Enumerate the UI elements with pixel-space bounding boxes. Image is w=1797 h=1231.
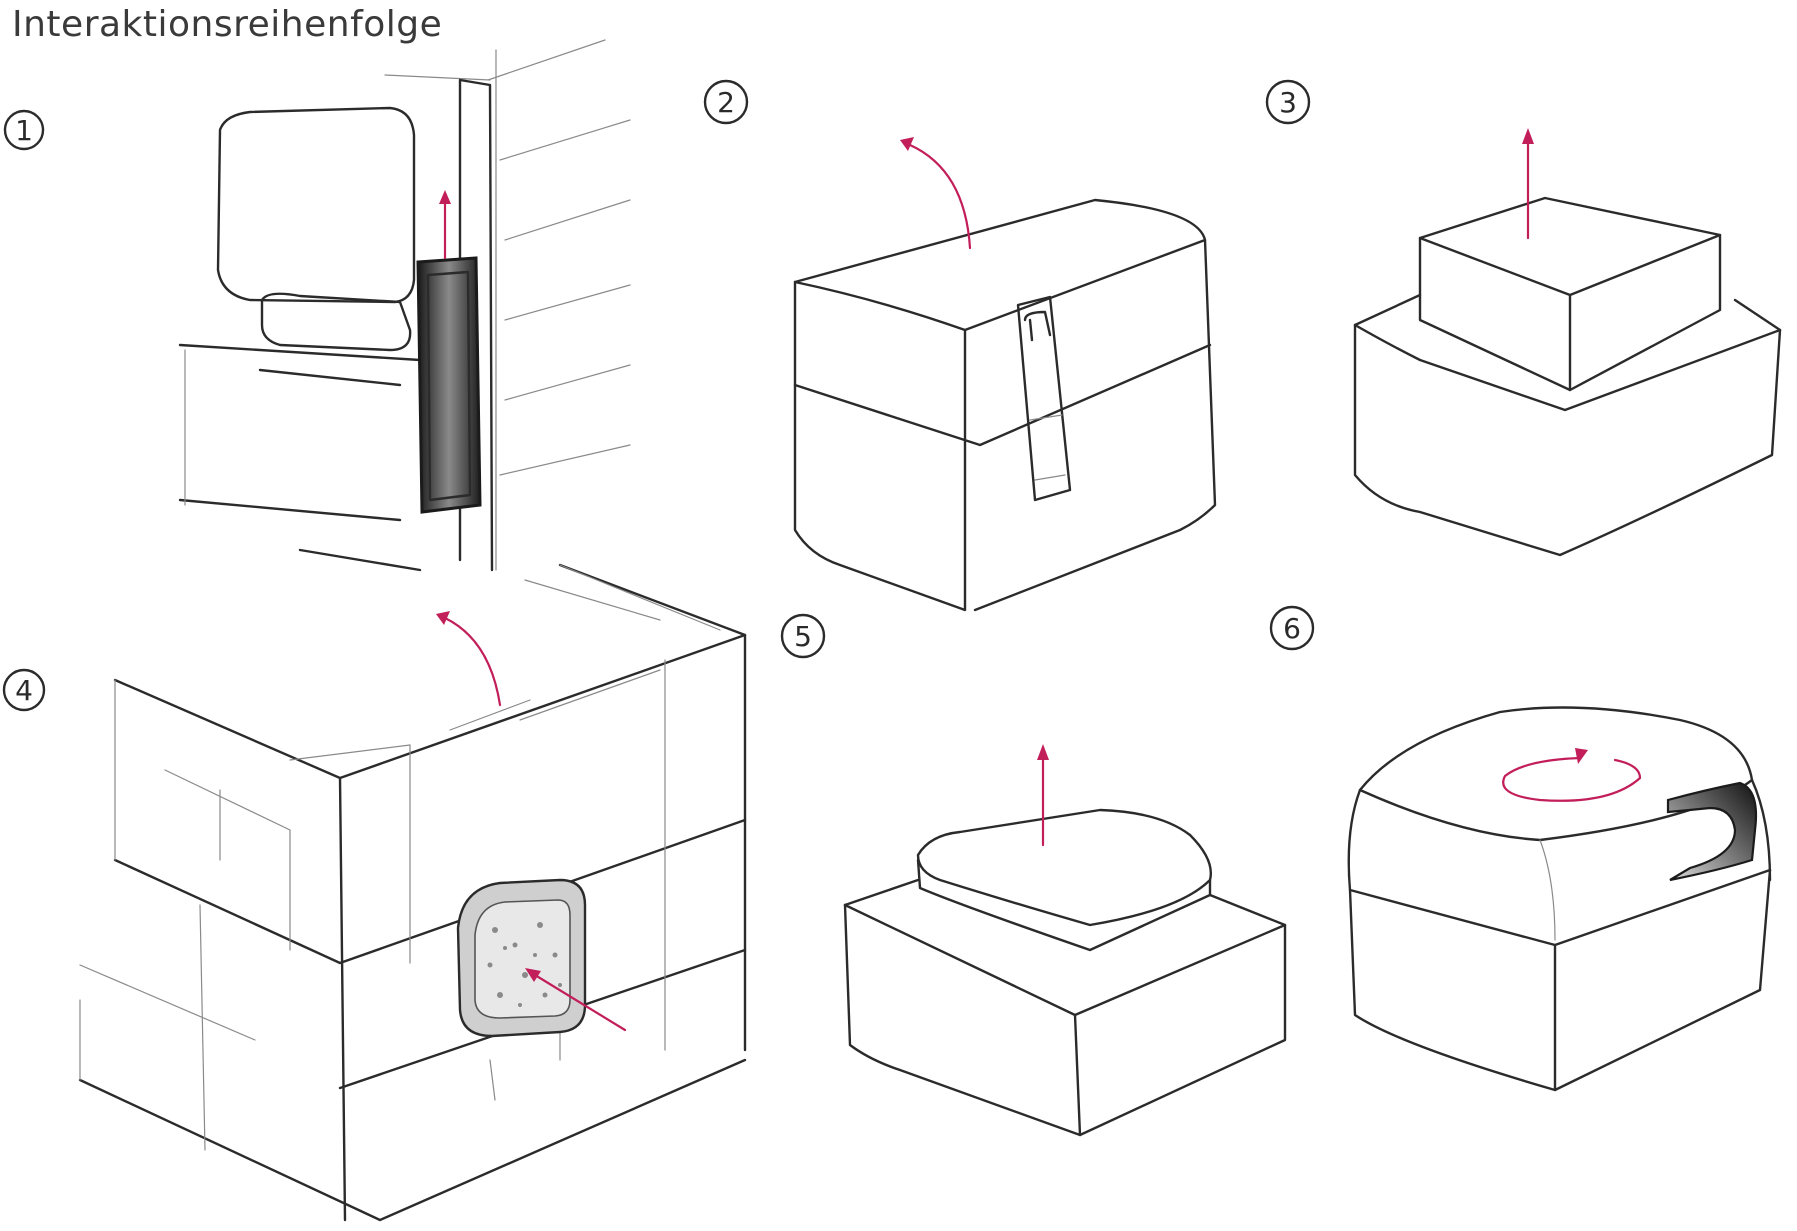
step-6-number: 6 bbox=[1283, 612, 1301, 645]
step-6-circle bbox=[1269, 605, 1315, 651]
step-6-group: 6 bbox=[1269, 605, 1772, 1092]
step-3-circle bbox=[1265, 79, 1311, 125]
step-5-circle bbox=[780, 613, 826, 659]
side-slot bbox=[1666, 781, 1758, 882]
step-6-rotate-arrow bbox=[1502, 756, 1642, 802]
step-3-number: 3 bbox=[1279, 86, 1297, 119]
step-2-arrow bbox=[908, 143, 972, 250]
step-2-number: 2 bbox=[717, 86, 735, 119]
step-1-group: 1 bbox=[3, 39, 631, 572]
step-4-circle bbox=[2, 668, 46, 712]
step-5-number: 5 bbox=[794, 620, 812, 653]
step-3-group: 3 bbox=[1265, 79, 1782, 557]
step-5-group: 5 bbox=[780, 613, 1287, 1137]
step-4-number: 4 bbox=[15, 674, 33, 707]
step-4-drawing bbox=[78, 563, 747, 1222]
step-5-drawing bbox=[843, 744, 1287, 1137]
step-4-arrow bbox=[443, 616, 502, 707]
step-2-group: 2 bbox=[703, 79, 1217, 612]
step-2-drawing bbox=[793, 137, 1217, 612]
step-3-drawing bbox=[1353, 128, 1782, 557]
page-title: Interaktionsreihenfolge bbox=[12, 4, 442, 45]
step-4-group: 4 bbox=[2, 563, 747, 1222]
dark-slide-panel bbox=[416, 256, 482, 514]
step-4-press-arrow bbox=[533, 973, 627, 1032]
pad-texture bbox=[487, 922, 562, 1007]
step-6-drawing bbox=[1347, 706, 1772, 1092]
step-1-number: 1 bbox=[15, 114, 33, 147]
step-2-circle bbox=[703, 79, 749, 125]
step-1-drawing bbox=[178, 39, 631, 572]
step-1-circle bbox=[3, 109, 45, 151]
